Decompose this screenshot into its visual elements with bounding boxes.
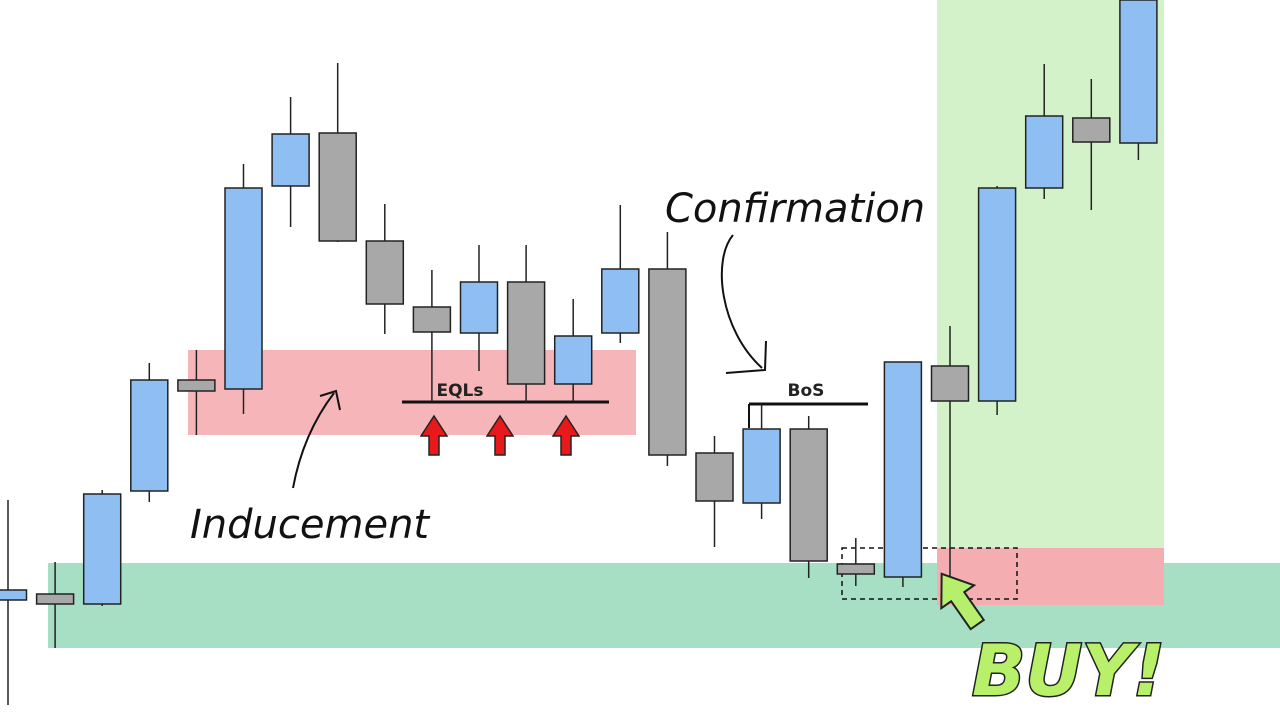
candle-body [412,306,452,333]
candle-body [506,281,546,385]
candle [601,205,640,343]
candle-body [130,379,169,492]
candle [836,538,876,586]
candle [177,350,216,435]
candle [695,436,734,547]
candle [35,562,75,648]
red-up-arrow-icon [419,414,449,456]
red-up-arrow-icon [485,414,515,456]
confirmation-pointer-head-icon [725,340,767,374]
candle-body [177,379,216,392]
candle [224,164,263,414]
annotation-arrows [292,234,986,631]
candle-body [836,563,876,575]
candle [0,500,28,705]
candle [271,97,310,227]
candle [789,416,828,578]
candle [1119,0,1158,160]
green-buy-arrow-icon [940,572,986,631]
candle [506,245,546,402]
candle-body [1072,117,1111,143]
candle [553,299,593,401]
red-up-arrow-icon [551,414,581,456]
candle-body [318,132,357,242]
candle [977,186,1017,415]
candle-body [648,268,687,456]
candle-body [271,133,310,187]
buy-label: BUY! [972,630,1165,712]
candle-body [695,452,734,502]
candle-body [883,361,923,578]
candle [82,490,122,606]
candles-layer [0,0,1158,705]
labels-layer: EQLs BoS Confirmation Inducement BUY! [190,186,1166,714]
candle-body [35,593,75,605]
candle-body [1119,0,1158,144]
candle-body [977,187,1017,402]
candle-body [742,428,781,504]
confirmation-label: Confirmation [665,186,925,232]
candle [648,232,687,466]
candle-body [0,589,28,601]
candle [742,404,781,519]
candle-body [82,493,122,605]
candle-body [224,187,263,390]
candle [459,245,499,371]
stop-zone [937,548,1164,605]
candle-body [553,335,593,385]
candle-body [365,240,405,305]
candle [412,270,452,402]
bos-label: BoS [788,381,825,401]
candle [1072,79,1111,210]
confirmation-pointer-icon [720,234,763,369]
inducement-pointer-head-icon [319,389,341,411]
candle-body [601,268,640,334]
candle-body [459,281,499,334]
candle [130,363,169,502]
candle-body [930,365,970,402]
candle [883,361,923,587]
inducement-label: Inducement [190,502,430,548]
candle [1024,64,1064,199]
inducement-pointer-icon [292,392,335,489]
candle [365,204,405,334]
candle [930,326,970,600]
candle-body [789,428,828,562]
eqls-label: EQLs [436,381,483,401]
candle-body [1024,115,1064,189]
candle [318,63,357,242]
